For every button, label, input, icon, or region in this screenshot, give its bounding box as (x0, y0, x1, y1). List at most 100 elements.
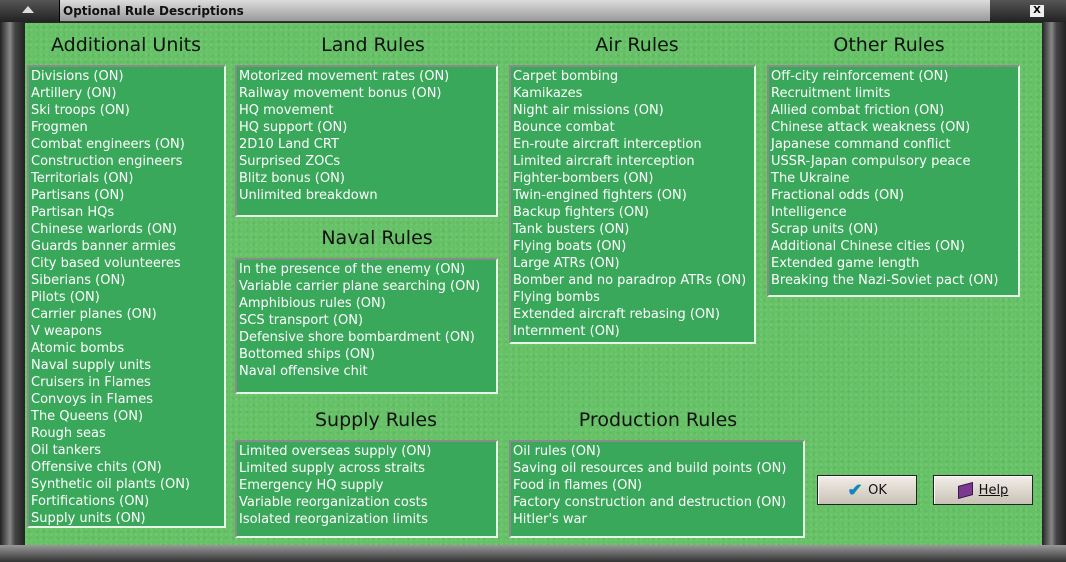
rule-item[interactable]: Frogmen (31, 120, 88, 135)
collapse-icon[interactable] (22, 6, 34, 13)
rule-item[interactable]: Fighter-bombers (ON) (513, 171, 654, 186)
rule-item[interactable]: Siberians (ON) (31, 273, 126, 288)
rule-item[interactable]: Off-city reinforcement (ON) (771, 69, 949, 84)
heading-naval-rules: Naval Rules (321, 227, 433, 249)
rule-item[interactable]: Bottomed ships (ON) (239, 347, 375, 362)
rule-item[interactable]: Extended aircraft rebasing (ON) (513, 307, 720, 322)
rule-item[interactable]: Variable carrier plane searching (ON) (239, 279, 481, 294)
rule-item[interactable]: Bomber and no paradrop ATRs (ON) (513, 273, 747, 288)
rule-item[interactable]: In the presence of the enemy (ON) (239, 262, 466, 277)
rule-item[interactable]: SCS transport (ON) (239, 313, 364, 328)
rule-item[interactable]: 2D10 Land CRT (239, 137, 339, 152)
rule-item[interactable]: Chinese warlords (ON) (31, 222, 177, 237)
rule-item[interactable]: Large ATRs (ON) (513, 256, 620, 271)
rule-item[interactable]: Naval supply units (31, 358, 152, 373)
rule-item[interactable]: Kamikazes (513, 86, 583, 101)
window-frame-right (1042, 22, 1066, 562)
rule-item[interactable]: Additional Chinese cities (ON) (771, 239, 965, 254)
rule-item[interactable]: Artillery (ON) (31, 86, 117, 101)
rule-item[interactable]: Food in flames (ON) (513, 478, 643, 493)
list-naval-rules[interactable]: In the presence of the enemy (ON) Variabl… (235, 258, 498, 394)
rule-item[interactable]: Unlimited breakdown (239, 188, 378, 203)
rule-item[interactable]: Railway movement bonus (ON) (239, 86, 442, 101)
close-button[interactable]: X (1030, 5, 1044, 17)
list-supply-rules[interactable]: Limited overseas supply (ON) Limited supp… (235, 440, 498, 538)
rule-item[interactable]: En-route aircraft interception (513, 137, 702, 152)
rule-item[interactable]: Internment (ON) (513, 324, 620, 339)
rule-item[interactable]: Recruitment limits (771, 86, 891, 101)
rule-item[interactable]: Scrap units (ON) (771, 222, 879, 237)
rule-item[interactable]: Naval offensive chit (239, 364, 368, 379)
rule-item[interactable]: Supply units (ON) (31, 511, 146, 526)
rule-item[interactable]: Breaking the Nazi-Soviet pact (ON) (771, 273, 999, 288)
rule-item[interactable]: Divisions (ON) (31, 69, 124, 84)
rule-item[interactable]: Convoys in Flames (31, 392, 153, 407)
rule-item[interactable]: Rough seas (31, 426, 106, 441)
heading-air-rules: Air Rules (595, 34, 679, 56)
rule-item[interactable]: Oil rules (ON) (513, 444, 601, 459)
rule-item[interactable]: Tank busters (ON) (513, 222, 630, 237)
rule-item[interactable]: Chinese attack weakness (ON) (771, 120, 971, 135)
heading-land-rules: Land Rules (321, 34, 425, 56)
rule-item[interactable]: City based volunteeres (31, 256, 181, 271)
rule-item[interactable]: Atomic bombs (31, 341, 125, 356)
heading-production-rules: Production Rules (578, 409, 738, 431)
rule-item[interactable]: Oil tankers (31, 443, 102, 458)
rule-item[interactable]: Cruisers in Flames (31, 375, 151, 390)
list-land-rules[interactable]: Motorized movement rates (ON) Railway mov… (235, 65, 498, 217)
rule-item[interactable]: HQ movement (239, 103, 334, 118)
rule-item[interactable]: Partisan HQs (31, 205, 115, 220)
rule-item[interactable]: Combat engineers (ON) (31, 137, 185, 152)
rule-item[interactable]: Construction engineers (31, 154, 183, 169)
rule-item[interactable]: Synthetic oil plants (ON) (31, 477, 190, 492)
rule-item[interactable]: The Ukraine (771, 171, 850, 186)
rule-item[interactable]: Twin-engined fighters (ON) (513, 188, 687, 203)
rule-item[interactable]: Carrier planes (ON) (31, 307, 157, 322)
rule-item[interactable]: Surprised ZOCs (239, 154, 341, 169)
rule-item[interactable]: Hitler's war (513, 512, 587, 527)
rule-item[interactable]: Limited overseas supply (ON) (239, 444, 432, 459)
rule-item[interactable]: Offensive chits (ON) (31, 460, 162, 475)
rule-item[interactable]: Fractional odds (ON) (771, 188, 905, 203)
rule-item[interactable]: Allied combat friction (ON) (771, 103, 945, 118)
rule-item[interactable]: Carpet bombing (513, 69, 619, 84)
rule-item[interactable]: Fortifications (ON) (31, 494, 150, 509)
rule-item[interactable]: Pilots (ON) (31, 290, 100, 305)
rule-item[interactable]: Guards banner armies (31, 239, 176, 254)
list-production-rules[interactable]: Oil rules (ON) Saving oil resources and b… (509, 440, 805, 538)
rule-item[interactable]: HQ support (ON) (239, 120, 348, 135)
rule-item[interactable]: Territorials (ON) (31, 171, 134, 186)
rule-item[interactable]: Flying boats (ON) (513, 239, 627, 254)
rule-item[interactable]: Partisans (ON) (31, 188, 125, 203)
ok-button[interactable]: ✔ OK (817, 475, 917, 505)
rule-item[interactable]: Saving oil resources and build points (O… (513, 461, 787, 476)
rule-item[interactable]: Defensive shore bombardment (ON) (239, 330, 475, 345)
rule-item[interactable]: USSR-Japan compulsory peace (771, 154, 971, 169)
rule-item[interactable]: Factory construction and destruction (ON… (513, 495, 787, 510)
rule-item[interactable]: Isolated reorganization limits (239, 512, 429, 527)
rule-item[interactable]: Intelligence (771, 205, 847, 220)
list-other-rules[interactable]: Off-city reinforcement (ON) Recruitment l… (767, 65, 1020, 297)
rule-item[interactable]: Motorized movement rates (ON) (239, 69, 450, 84)
rule-item[interactable]: Ski troops (ON) (31, 103, 130, 118)
help-button[interactable]: Help (933, 475, 1033, 505)
rule-item[interactable]: Backup fighters (ON) (513, 205, 649, 220)
list-additional-units[interactable]: Divisions (ON) Artillery (ON) Ski troops (… (27, 65, 226, 528)
rule-item[interactable]: Night air missions (ON) (513, 103, 664, 118)
rule-item[interactable]: Blitz bonus (ON) (239, 171, 345, 186)
rule-item[interactable]: Emergency HQ supply (239, 478, 384, 493)
rule-item[interactable]: Variable reorganization costs (239, 495, 428, 510)
rule-item[interactable]: Limited aircraft interception (513, 154, 695, 169)
rule-item[interactable]: The Queens (ON) (31, 409, 144, 424)
rule-item[interactable]: Extended game length (771, 256, 920, 271)
rule-item[interactable]: Bounce combat (513, 120, 615, 135)
heading-other-rules: Other Rules (833, 34, 945, 56)
rule-item[interactable]: Amphibious rules (ON) (239, 296, 386, 311)
rule-item[interactable]: Limited supply across straits (239, 461, 426, 476)
title-bar[interactable]: Optional Rule Descriptions X (0, 0, 1066, 22)
rule-item[interactable]: Flying bombs (513, 290, 600, 305)
rule-item[interactable]: Japanese command conflict (771, 137, 951, 152)
heading-supply-rules: Supply Rules (314, 409, 438, 431)
rule-item[interactable]: V weapons (31, 324, 102, 339)
